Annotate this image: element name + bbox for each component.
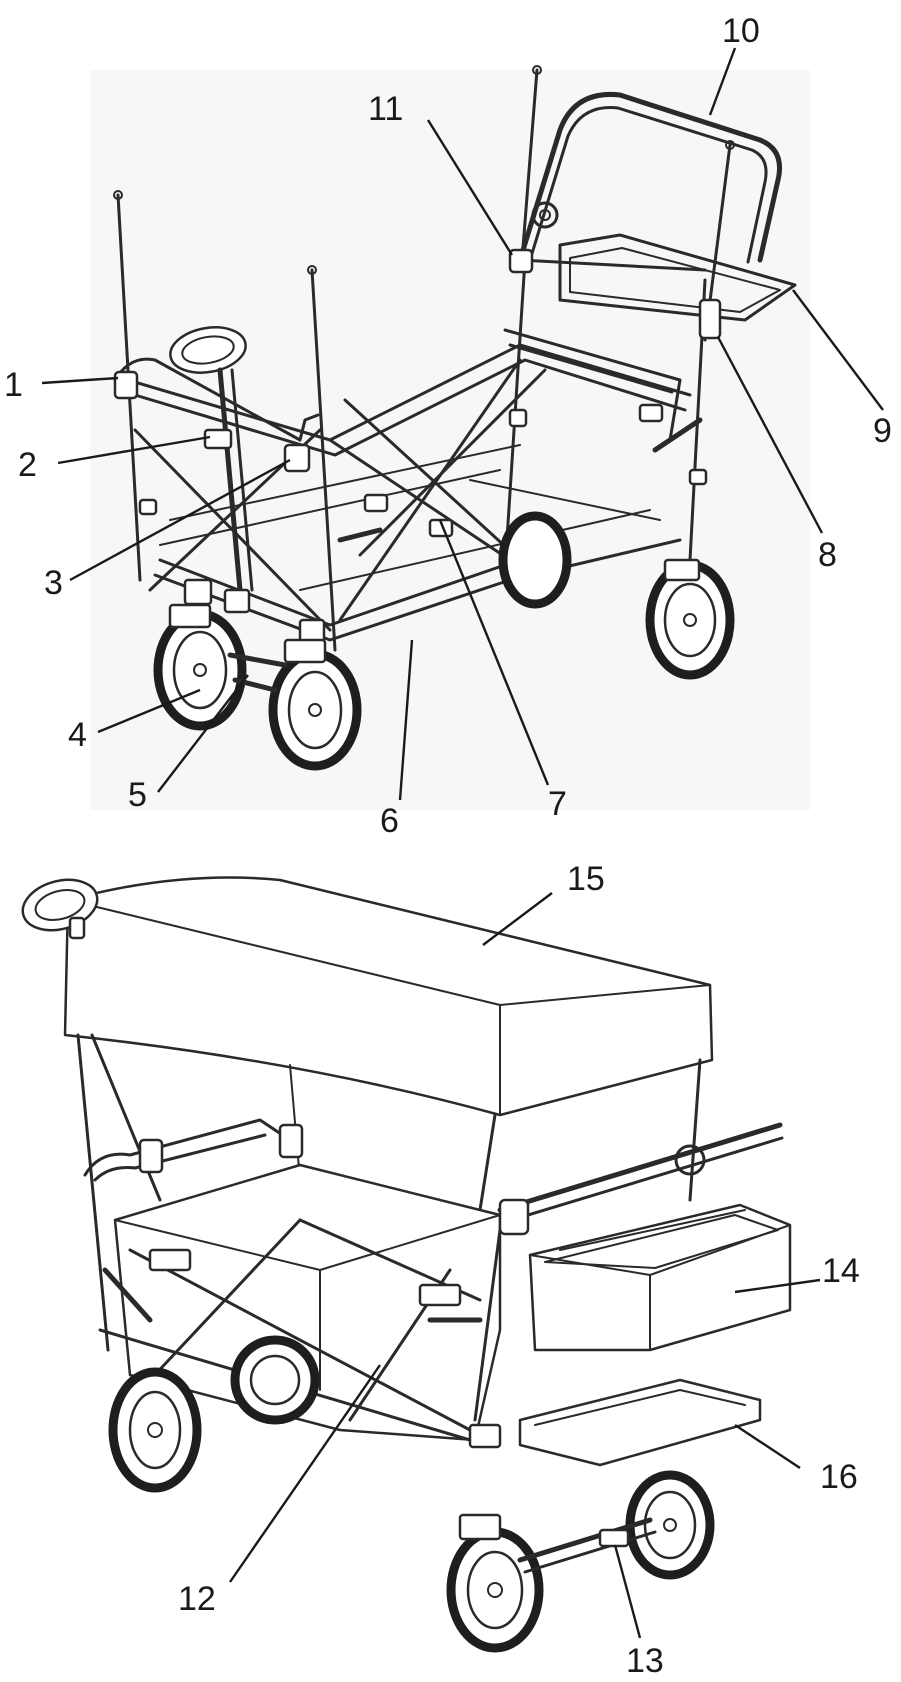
pull-handle (169, 326, 254, 593)
leader-6 (398, 639, 414, 801)
leader-11 (426, 119, 514, 256)
frame-wheels (153, 511, 735, 771)
callout-3: 3 (44, 564, 63, 602)
leader-lines (41, 47, 884, 1639)
rear-frame (503, 91, 797, 572)
canopy-poles (113, 65, 735, 652)
tailgate (518, 1378, 762, 1467)
callout-12: 12 (178, 1580, 216, 1618)
callout-5: 5 (128, 776, 147, 814)
callout-labels: 1 2 3 4 5 6 7 8 9 10 11 12 13 14 15 16 (4, 12, 892, 1680)
fabric-body (83, 1118, 502, 1442)
callout-11: 11 (368, 90, 403, 128)
callout-4: 4 (68, 716, 87, 754)
callout-2: 2 (18, 446, 37, 484)
leader-7 (438, 519, 550, 786)
leader-14 (734, 1278, 821, 1294)
callout-6: 6 (380, 802, 399, 840)
leader-12 (229, 1364, 381, 1583)
leader-1 (41, 376, 119, 385)
rear-handle-bar (473, 1122, 784, 1422)
callout-7: 7 (548, 785, 567, 823)
leader-2 (57, 435, 211, 465)
storage-bag (528, 1203, 792, 1352)
leader-4 (97, 688, 201, 734)
leader-5 (157, 674, 249, 793)
leader-13 (613, 1544, 642, 1639)
callout-16: 16 (820, 1458, 858, 1496)
assembled-pull-handle (21, 878, 99, 940)
assembled-view (21, 876, 792, 1653)
frame-view (90, 65, 810, 810)
callout-10: 10 (722, 12, 760, 50)
frame-floor (159, 444, 661, 591)
leader-10 (708, 47, 737, 116)
callout-15: 15 (567, 860, 605, 898)
assembled-wheels (108, 1335, 715, 1653)
leader-16 (734, 1423, 801, 1470)
callout-14: 14 (822, 1252, 860, 1290)
callout-8: 8 (818, 536, 837, 574)
leader-15 (482, 892, 553, 946)
leader-9 (792, 289, 884, 411)
callout-9: 9 (873, 412, 892, 450)
callout-1: 1 (4, 366, 23, 404)
leader-3 (69, 458, 291, 582)
callout-13: 13 (626, 1642, 664, 1680)
leader-8 (716, 336, 824, 534)
